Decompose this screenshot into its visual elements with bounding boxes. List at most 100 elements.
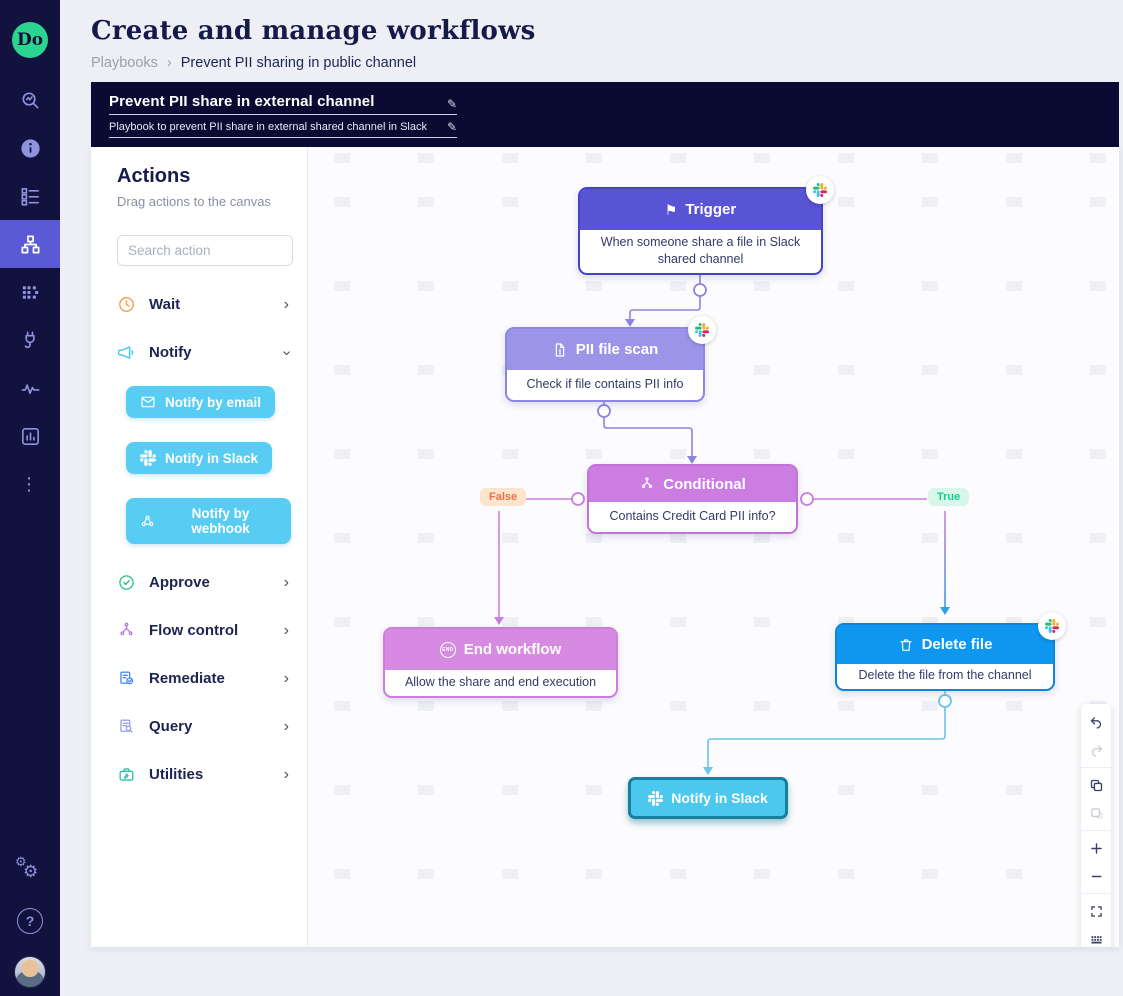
action-label: Notify by email <box>165 394 262 410</box>
settings-button[interactable]: ⚙ ⚙ <box>15 854 45 886</box>
sidebar-item-workflow-builder[interactable] <box>0 220 60 268</box>
category-notify[interactable]: Notify › <box>117 343 296 362</box>
app-sidebar: Do ⋮ ⚙ ⚙ ? <box>0 0 60 996</box>
connector-port[interactable] <box>800 492 814 506</box>
category-remediate[interactable]: Remediate › <box>117 669 291 688</box>
node-description: Check if file contains PII info <box>507 370 703 398</box>
chevron-right-icon: › <box>283 573 289 591</box>
sidebar-item-search-analytics[interactable] <box>0 76 60 124</box>
slack-icon <box>648 791 663 806</box>
slack-logo-icon <box>1045 619 1059 633</box>
app-logo[interactable]: Do <box>12 22 48 58</box>
node-conditional[interactable]: Conditional Contains Credit Card PII inf… <box>587 464 798 534</box>
badge-check-icon <box>119 575 134 590</box>
bar-chart-icon <box>21 427 39 445</box>
node-delete-file[interactable]: Delete file Delete the file from the cha… <box>835 612 1066 691</box>
edge-label-true: True <box>928 488 970 506</box>
node-trigger[interactable]: ⚑ Trigger When someone share a file in S… <box>578 176 834 275</box>
action-notify-in-slack[interactable]: Notify in Slack <box>126 442 273 474</box>
zoom-in-button[interactable] <box>1081 834 1111 862</box>
sidebar-item-integrations[interactable] <box>0 268 60 316</box>
action-notify-by-email[interactable]: Notify by email <box>126 386 276 418</box>
canvas-toolbar <box>1081 704 1111 947</box>
grid-view-button[interactable] <box>1081 925 1111 947</box>
node-notify-in-slack[interactable]: Notify in Slack <box>628 777 788 819</box>
sidebar-item-info[interactable] <box>0 124 60 172</box>
slack-logo-icon <box>695 323 709 337</box>
chevron-right-icon: › <box>283 717 289 735</box>
action-notify-by-webhook[interactable]: Notify by webhook <box>126 498 291 544</box>
sidebar-item-activity[interactable] <box>0 364 60 412</box>
category-label: Notify <box>149 344 192 361</box>
undo-icon <box>1090 716 1101 729</box>
question-mark-icon: ? <box>25 913 35 929</box>
sidebar-item-reports[interactable] <box>0 412 60 460</box>
workflow-canvas[interactable]: ⚑ Trigger When someone share a file in S… <box>308 147 1119 947</box>
node-title: Notify in Slack <box>671 790 768 806</box>
category-label: Query <box>149 718 193 735</box>
node-title: Delete file <box>921 636 993 653</box>
redo-icon <box>1091 744 1102 757</box>
sidebar-item-more[interactable]: ⋮ <box>0 460 60 508</box>
more-dots-icon: ⋮ <box>20 473 40 494</box>
edit-title-icon[interactable]: ✎ <box>446 97 457 111</box>
chevron-down-icon: › <box>278 349 296 356</box>
breadcrumb-playbooks[interactable]: Playbooks <box>91 55 158 71</box>
copy-button[interactable] <box>1081 771 1111 799</box>
copy-icon <box>1090 779 1102 791</box>
paste-button[interactable] <box>1081 799 1111 827</box>
edit-description-icon[interactable]: ✎ <box>446 120 457 134</box>
category-label: Remediate <box>149 670 225 687</box>
end-icon: END <box>439 641 456 658</box>
node-description: Delete the file from the channel <box>837 664 1053 687</box>
category-approve[interactable]: Approve › <box>117 573 291 592</box>
redo-button[interactable] <box>1081 736 1111 764</box>
category-utilities[interactable]: Utilities › <box>117 765 291 784</box>
trash-icon <box>899 638 912 651</box>
branch-icon <box>120 622 133 636</box>
sidebar-item-connectors[interactable] <box>0 316 60 364</box>
zoom-out-button[interactable] <box>1081 862 1111 890</box>
category-wait[interactable]: Wait › <box>117 295 291 314</box>
search-action-input[interactable] <box>117 235 293 266</box>
breadcrumb-current: Prevent PII sharing in public channel <box>180 55 417 71</box>
envelope-icon <box>141 396 155 408</box>
flag-icon: ⚑ <box>664 201 678 218</box>
connector-port[interactable] <box>597 404 611 418</box>
slack-icon <box>140 450 156 466</box>
category-label: Approve <box>149 574 210 591</box>
chevron-right-icon: › <box>283 621 289 639</box>
gear-icon: ⚙ <box>23 862 39 881</box>
minus-icon <box>1091 875 1101 877</box>
slack-badge <box>688 316 716 344</box>
node-description: Contains Credit Card PII info? <box>589 502 796 530</box>
page-title: Create and manage workflows <box>91 16 536 46</box>
chevron-right-icon: › <box>283 765 289 783</box>
fit-view-button[interactable] <box>1081 897 1111 925</box>
branch-icon <box>642 477 653 488</box>
info-icon <box>20 138 40 158</box>
node-end-workflow[interactable]: END End workflow Allow the share and end… <box>383 627 618 698</box>
search-analytics-icon <box>21 91 39 109</box>
category-label: Wait <box>149 296 181 313</box>
node-pii-file-scan[interactable]: PII file scan Check if file contains PII… <box>505 316 716 402</box>
node-description: When someone share a file in Slack share… <box>580 230 821 271</box>
user-avatar[interactable] <box>14 956 46 988</box>
webhook-icon <box>141 515 154 527</box>
sidebar-item-playbook-list[interactable] <box>0 172 60 220</box>
connector-port[interactable] <box>571 492 585 506</box>
integrations-icon <box>22 285 38 299</box>
undo-button[interactable] <box>1081 708 1111 736</box>
connector-port[interactable] <box>938 694 952 708</box>
plug-icon <box>24 331 35 348</box>
category-flow-control[interactable]: Flow control › <box>117 621 291 640</box>
playbook-banner: Prevent PII share in external channel ✎ … <box>91 82 1119 147</box>
workflow-icon <box>20 234 40 254</box>
fit-view-icon <box>1090 905 1102 917</box>
connector-port[interactable] <box>693 283 707 297</box>
node-title: Trigger <box>685 201 737 218</box>
category-query[interactable]: Query › <box>117 717 291 736</box>
help-button[interactable]: ? <box>17 908 43 934</box>
document-shield-icon <box>120 671 134 685</box>
category-label: Flow control <box>149 622 239 639</box>
